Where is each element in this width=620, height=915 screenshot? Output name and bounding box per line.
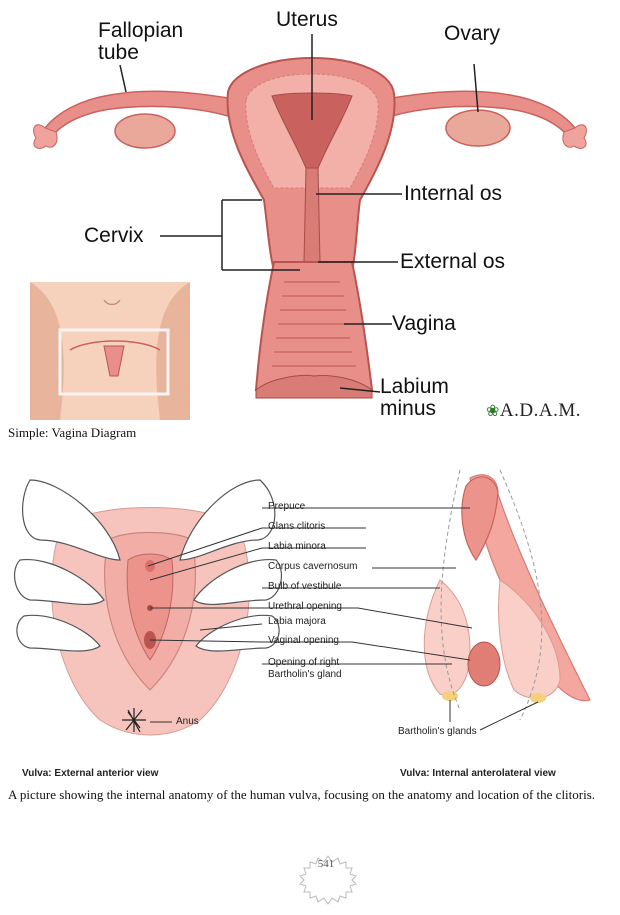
labium-line2: minus <box>380 397 437 420</box>
labium-minus-shape <box>255 375 373 399</box>
bartholin-line2: Bartholin's gland <box>268 669 342 680</box>
right-glove <box>179 479 283 652</box>
label-anus: Anus <box>176 716 199 727</box>
page-number-badge <box>299 855 357 905</box>
label-labia-majora: Labia majora <box>268 616 326 627</box>
label-cervix: Cervix <box>84 224 144 247</box>
vulva-external-view <box>13 479 283 736</box>
left-ovary <box>114 113 176 149</box>
label-ovary: Ovary <box>444 22 501 45</box>
left-glove <box>13 479 121 652</box>
label-bartholins-glands: Bartholin's glands <box>398 726 477 737</box>
bartholin-right <box>530 693 546 703</box>
right-fimbriae <box>562 124 587 149</box>
figure1-leader-lines <box>119 34 479 393</box>
body-inset <box>30 282 190 420</box>
uterine-cavity <box>271 92 353 169</box>
label-urethral-opening: Urethral opening <box>268 601 342 612</box>
cervical-canal <box>303 167 321 263</box>
vaginal-rugae <box>272 281 356 367</box>
figure1-caption: Simple: Vagina Diagram <box>8 425 137 440</box>
bartholin-line1: Opening of right <box>268 657 340 668</box>
view-left-title: Vulva: External anterior view <box>22 768 159 779</box>
fallopian-line1: Fallopian <box>98 19 184 42</box>
label-corpus-cavernosum: Corpus cavernosum <box>268 561 358 572</box>
label-prepuce: Prepuce <box>268 501 306 512</box>
labium-line1: Labium <box>380 375 449 398</box>
label-vaginal-opening: Vaginal opening <box>268 635 339 646</box>
label-vagina: Vagina <box>392 312 456 335</box>
glans <box>145 560 155 572</box>
adam-leaf-icon: ❀ <box>486 403 500 420</box>
figure2-caption: A picture showing the internal anatomy o… <box>8 787 596 802</box>
uterus-diagram <box>33 56 587 399</box>
label-uterus: Uterus <box>276 8 338 31</box>
fallopian-line2: tube <box>98 41 139 64</box>
label-external-os: External os <box>400 250 506 273</box>
label-bulb-of-vestibule: Bulb of vestibule <box>268 581 342 592</box>
view-right-title: Vulva: Internal anterolateral view <box>400 768 556 779</box>
label-fallopian-tube: Fallopian tube <box>98 20 183 64</box>
vaginal-opening-internal <box>467 641 501 687</box>
label-bartholin-gland: Opening of right Bartholin's gland <box>268 657 342 681</box>
label-internal-os: Internal os <box>404 182 503 205</box>
dashed-outline <box>440 469 543 721</box>
vagina-tube <box>254 261 374 391</box>
adam-logo-text: A.D.A.M. <box>499 400 581 421</box>
left-fimbriae <box>33 124 58 149</box>
label-glans-clitoris: Glans clitoris <box>268 521 326 532</box>
clitoris-body <box>461 476 499 562</box>
anus-mark <box>122 708 146 733</box>
page-number: 541 <box>317 858 335 870</box>
label-labium-minus: Labium minus <box>380 376 449 420</box>
adam-logo: ❀A.D.A.M. <box>486 400 581 422</box>
vulva-internal-view <box>423 469 591 721</box>
figure2-leader-lines <box>147 507 539 731</box>
vestibular-bulb-left <box>423 579 471 696</box>
right-ovary <box>445 109 511 147</box>
label-labia-minora: Labia minora <box>268 541 326 552</box>
